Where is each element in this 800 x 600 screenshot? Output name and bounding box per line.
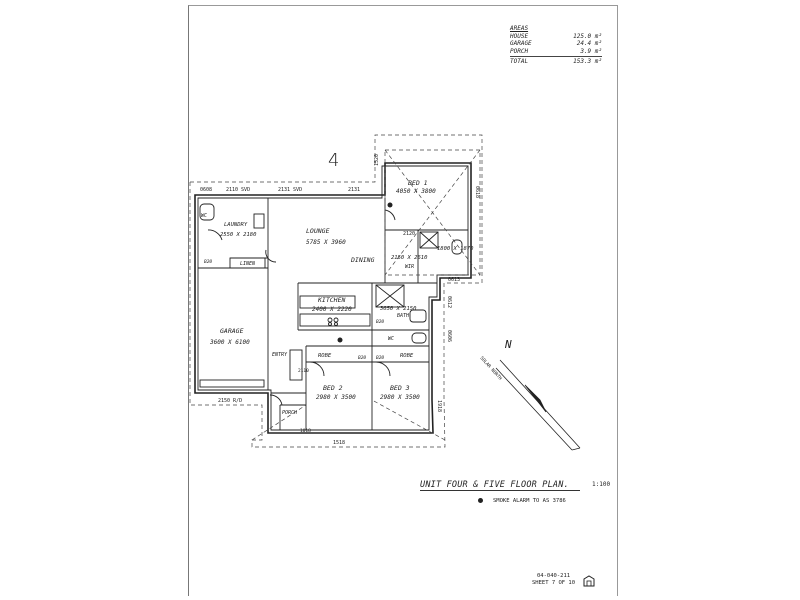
- sheet-info: 04-040-211 SHEET 7 OF 10: [532, 573, 575, 587]
- plan-title: UNIT FOUR & FIVE FLOOR PLAN.: [420, 480, 580, 491]
- dining-label: DINING: [350, 256, 375, 264]
- b20-label-bed2: B20: [358, 355, 366, 361]
- kitchen-label: KITCHEN: [317, 296, 345, 304]
- dim-1018: 1018: [300, 428, 311, 434]
- dim-0608: 0608: [200, 187, 212, 193]
- laundry-size: 2550 X 2180: [220, 232, 257, 238]
- bed3-size: 2980 X 3500: [380, 394, 420, 401]
- inner-walls: [197, 165, 469, 431]
- unit-number: 4: [328, 150, 340, 171]
- plan-scale: 1:100: [592, 481, 611, 488]
- b20-label-garage: B20: [204, 259, 212, 265]
- robe-label-bed2: ROBE: [318, 353, 332, 359]
- roof-outline: [189, 134, 483, 448]
- porch-label: PORCH: [282, 410, 298, 416]
- wc-label-bath: WC: [388, 336, 394, 342]
- room-labels: BED 1 4050 X 3800 LOUNGE 5785 X 3960 LAU…: [201, 179, 474, 416]
- dim-2131: 2131: [348, 187, 360, 193]
- smoke-alarm-symbol-icon: [478, 498, 483, 503]
- dim-2110svd: 2110 SVD: [226, 187, 250, 193]
- areas-total-rule: [510, 56, 602, 58]
- ensuite-size: 1800 X 1870: [437, 246, 474, 252]
- bed1-size: 4050 X 3800: [396, 188, 436, 195]
- wc-label-laundry: WC: [201, 213, 207, 219]
- sheet-number: SHEET 7 OF 10: [532, 580, 576, 586]
- dim-0613: 0613: [448, 277, 460, 283]
- dim-2110: 2110: [298, 368, 309, 374]
- b20-label-bed3: B20: [376, 355, 384, 361]
- dimension-labels: 0608 2110 SVD 2131 SVD 2131 2150 R/D 151…: [200, 154, 480, 446]
- garage-label: GARAGE: [220, 327, 244, 335]
- laundry-label: LAUNDRY: [224, 222, 248, 228]
- north-letter: N: [504, 338, 512, 351]
- wir-size: 2150 X 2610: [391, 255, 428, 261]
- dim-1918: 1918: [436, 400, 442, 412]
- bed2-size: 2980 X 3500: [316, 394, 356, 401]
- bed1-label: BED 1: [408, 179, 428, 187]
- dim-0618: 0618: [474, 186, 480, 198]
- external-walls: [194, 162, 472, 434]
- dim-2120: 2120: [403, 231, 415, 237]
- dim-2131svd: 2131 SVD: [278, 187, 302, 193]
- wir-label: WIR: [405, 264, 414, 270]
- garage-size: 3600 X 6100: [209, 339, 250, 346]
- smoke-alarm-marker-bed1: [387, 202, 393, 208]
- dim-1520: 1520: [374, 154, 380, 166]
- smoke-alarm-legend: SMOKE ALARM TO AS 3786: [478, 498, 566, 504]
- company-logo-icon: [583, 575, 595, 587]
- areas-heading: AREAS: [510, 25, 529, 32]
- robe-label-bed3: ROBE: [400, 353, 414, 359]
- solar-north-label: SOLAR NORTH: [479, 355, 504, 381]
- bath-size: 3050 X 2150: [379, 306, 417, 312]
- kitchen-size: 2400 X 2220: [312, 306, 352, 313]
- bed3-label: BED 3: [390, 384, 410, 392]
- dim-2150rvd: 2150 R/D: [218, 398, 242, 404]
- smoke-alarm-marker-hall: [337, 337, 343, 343]
- entry-label: ENTRY: [272, 352, 288, 358]
- dim-1518: 1518: [333, 440, 345, 446]
- linen-label-laundry: LINEN: [240, 261, 256, 267]
- drawing-sheet-border: [188, 5, 618, 596]
- drawing-ref: 04-040-211: [536, 573, 571, 579]
- bath-label: BATH: [397, 313, 410, 319]
- lounge-label: LOUNGE: [306, 227, 330, 235]
- dim-0612: 0612: [446, 296, 452, 308]
- bed2-label: BED 2: [323, 384, 343, 392]
- north-arrow: [495, 359, 581, 451]
- b20-label-kitchen: B20: [376, 319, 384, 325]
- lounge-size: 5785 X 3960: [306, 239, 346, 246]
- dim-0606: 0606: [446, 330, 452, 342]
